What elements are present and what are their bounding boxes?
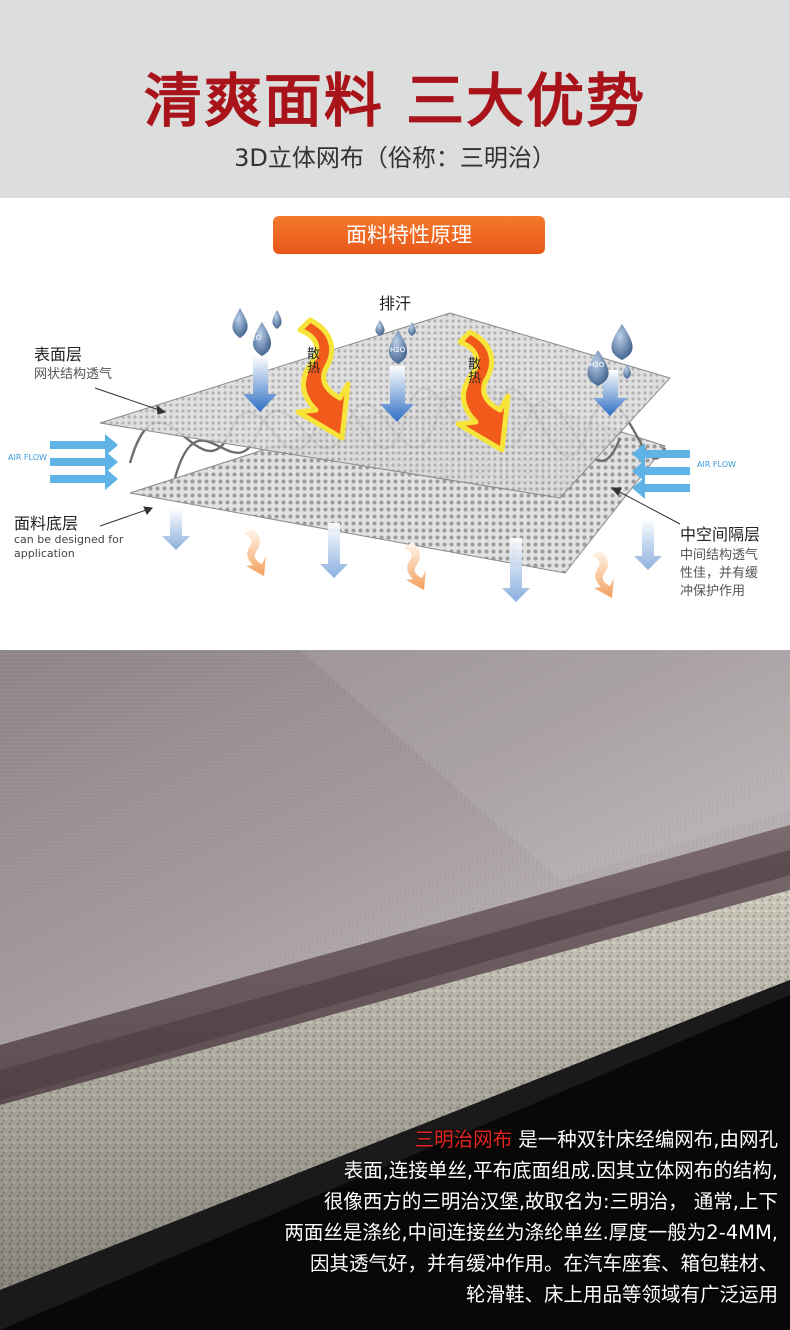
heat-label-right: 散热 (468, 357, 482, 386)
water-drops (232, 308, 633, 386)
layers-illustration (50, 308, 690, 602)
fabric-closeup-illustration (0, 650, 790, 1330)
section-title-pill: 面料特性原理 (273, 216, 545, 254)
middle-layer-subtitle-1: 中间结构透气 (680, 548, 759, 563)
surface-layer-title: 表面层 (34, 345, 83, 364)
heat-arrows (295, 317, 511, 453)
h2o-label-1: H2O (246, 334, 262, 342)
middle-layer-title: 中空间隔层 (680, 525, 761, 544)
middle-layer-subtitle-2: 性佳，并有缓 (680, 566, 759, 581)
bottom-layer-subtitle-1: can be designed for (14, 533, 124, 546)
air-flow-arrows-right (632, 443, 690, 499)
description-line-2: 表面,连接单丝,平布底面组成.因其立体网布的结构, (343, 1159, 778, 1182)
surface-layer-subtitle: 网状结构透气 (34, 367, 113, 382)
fabric-principle-diagram: 面料特性原理 (0, 198, 790, 650)
air-flow-label-right: AIR FLOW (697, 460, 736, 469)
page-subtitle: 3D立体网布（俗称：三明治） (234, 144, 556, 172)
middle-layer-subtitle-3: 冲保护作用 (680, 584, 746, 599)
page-title: 清爽面料 三大优势 (143, 67, 647, 135)
h2o-label-3: H2O (589, 361, 605, 369)
fabric-closeup-photo: 三明治网布 是一种双针床经编网布,由网孔 表面,连接单丝,平布底面组成.因其立体… (0, 650, 790, 1330)
description-line-1: 是一种双针床经编网布,由网孔 (512, 1128, 778, 1151)
sweat-label: 排汗 (379, 294, 412, 313)
header-banner: 清爽面料 三大优势 3D立体网布（俗称：三明治） (0, 0, 790, 198)
heat-label-left: 散热 (307, 347, 321, 376)
h2o-label-2: H2O (390, 346, 406, 354)
description-line-4: 两面丝是涤纶,中间连接丝为涤纶单丝.厚度一般为2-4MM, (284, 1221, 778, 1244)
air-flow-arrows-left (50, 434, 118, 490)
description-line-6: 轮滑鞋、床上用品等领域有广泛运用 (465, 1283, 778, 1306)
bottom-layer-subtitle-2: application (14, 547, 75, 560)
bottom-layer-title: 面料底层 (14, 514, 79, 533)
description-line-5: 因其透气好，并有缓冲作用。在汽车座套、箱包鞋材、 (309, 1252, 778, 1275)
description-highlight: 三明治网布 (414, 1128, 513, 1151)
air-flow-label-left: AIR FLOW (8, 453, 47, 462)
description-line-3: 很像西方的三明治汉堡,故取名为:三明治， 通常,上下 (323, 1190, 778, 1213)
fabric-description: 三明治网布 是一种双针床经编网布,由网孔 表面,连接单丝,平布底面组成.因其立体… (178, 1124, 778, 1310)
